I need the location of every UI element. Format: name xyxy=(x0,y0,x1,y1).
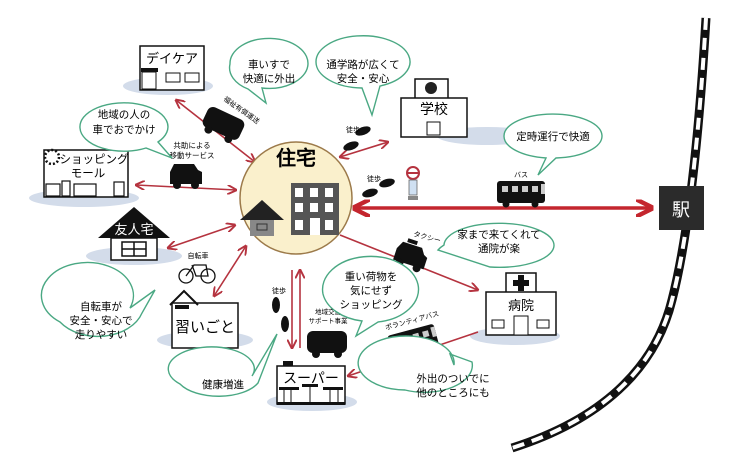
route-bus xyxy=(497,181,545,208)
bubble-health xyxy=(167,333,278,397)
arrow-mall xyxy=(136,185,236,190)
bubble-errands xyxy=(357,335,474,393)
bubble-wheelchair xyxy=(228,37,309,105)
shopping-mall-building: ショッピング モール xyxy=(43,148,129,198)
bubble-heavy-goods-3: ショッピング xyxy=(340,298,403,311)
bicycle-icon xyxy=(178,264,216,284)
hospital-label: 病院 xyxy=(508,299,534,314)
bubble-bicycle xyxy=(40,261,156,338)
bubble-scheduled-bus xyxy=(503,113,603,176)
station: 駅 xyxy=(659,186,704,230)
friend-house-building: 友人宅 xyxy=(98,207,170,261)
school-building: 学校 xyxy=(400,78,468,138)
bubble-scheduled-bus-1: 定時運行で快適 xyxy=(516,130,590,143)
bubble-errands-2: 他のところにも xyxy=(416,386,490,399)
bubble-taxi xyxy=(436,222,555,268)
mall-label-1: ショッピング xyxy=(60,152,129,166)
bicycle-label: 自転車 xyxy=(188,251,209,260)
bubble-taxi-1: 家まで来てくれて xyxy=(457,228,540,241)
bubble-school-road-1: 通学路が広くて xyxy=(326,58,399,71)
mutual-aid-car xyxy=(170,164,202,189)
bubble-heavy-goods-1: 重い荷物を xyxy=(345,270,398,283)
bubble-health-1: 健康増進 xyxy=(202,378,244,391)
house-icon xyxy=(240,200,284,236)
bus-label: バス xyxy=(514,171,528,179)
mutual-aid-label-2: 移動サービス xyxy=(170,150,215,160)
mutual-aid-label-1: 共助による xyxy=(173,140,210,150)
walk-busstop-label: 徒歩 xyxy=(367,174,381,183)
bubble-community-car-1: 地域の人の xyxy=(98,108,151,121)
bubble-taxi-2: 通院が楽 xyxy=(478,242,520,255)
community-support-van xyxy=(307,331,347,358)
bubble-bicycle-3: 走りやすい xyxy=(75,329,128,341)
bubble-heavy-goods xyxy=(321,255,420,338)
daycare-building: デイケア xyxy=(139,45,205,91)
bubble-wheelchair-2: 快適に外出 xyxy=(243,72,296,85)
lessons-building: 習いごと xyxy=(169,289,239,349)
hospital-building: 病院 xyxy=(485,272,557,336)
bubble-texts: 車いすで 快適に外出 通学路が広くて 安全・安心 地域の人の 車でおでかけ 定時… xyxy=(70,58,591,399)
bubble-wheelchair-1: 車いすで xyxy=(248,58,290,71)
medical-cross-icon xyxy=(513,275,529,291)
lessons-label: 習いごと xyxy=(175,318,235,336)
home-title: 住宅 xyxy=(276,146,316,170)
arrow-school xyxy=(340,142,388,157)
walk-school-label: 徒歩 xyxy=(346,125,360,134)
clock-icon xyxy=(425,82,437,94)
station-label: 駅 xyxy=(672,200,690,221)
railway-track xyxy=(510,17,711,453)
bubble-heavy-goods-2: 気にせず xyxy=(350,284,392,297)
walk-super-label: 徒歩 xyxy=(272,286,286,295)
supermarket-building: スーパー xyxy=(276,361,346,405)
mall-label-2: モール xyxy=(71,166,106,180)
bubble-bicycle-2: 安全・安心で xyxy=(70,314,133,327)
school-label: 学校 xyxy=(420,101,448,118)
supermarket-label: スーパー xyxy=(283,371,339,387)
footprints-super xyxy=(272,297,289,332)
bubble-community-car-2: 車でおでかけ xyxy=(93,123,156,136)
bubble-school-road-2: 安全・安心 xyxy=(337,72,390,85)
bubble-school-road xyxy=(315,35,411,118)
ferris-wheel-icon xyxy=(43,148,61,166)
home-hub: 住宅 xyxy=(239,141,353,255)
arrow-friend xyxy=(168,225,235,248)
friend-house-label: 友人宅 xyxy=(114,222,153,238)
taxi-car xyxy=(391,238,430,275)
bubble-community-car xyxy=(79,102,173,159)
speech-bubbles xyxy=(40,35,603,397)
arrow-lessons xyxy=(214,246,246,296)
bus-stop-icon xyxy=(406,166,420,200)
community-support-label-1: 地域交通 xyxy=(315,307,342,316)
community-support-label-2: サポート事業 xyxy=(309,316,349,325)
bubble-errands-1: 外出のついでに xyxy=(416,372,489,385)
apartment-icon xyxy=(291,183,339,235)
bubble-bicycle-1: 自転車が xyxy=(80,300,122,313)
daycare-label: デイケア xyxy=(146,51,198,67)
